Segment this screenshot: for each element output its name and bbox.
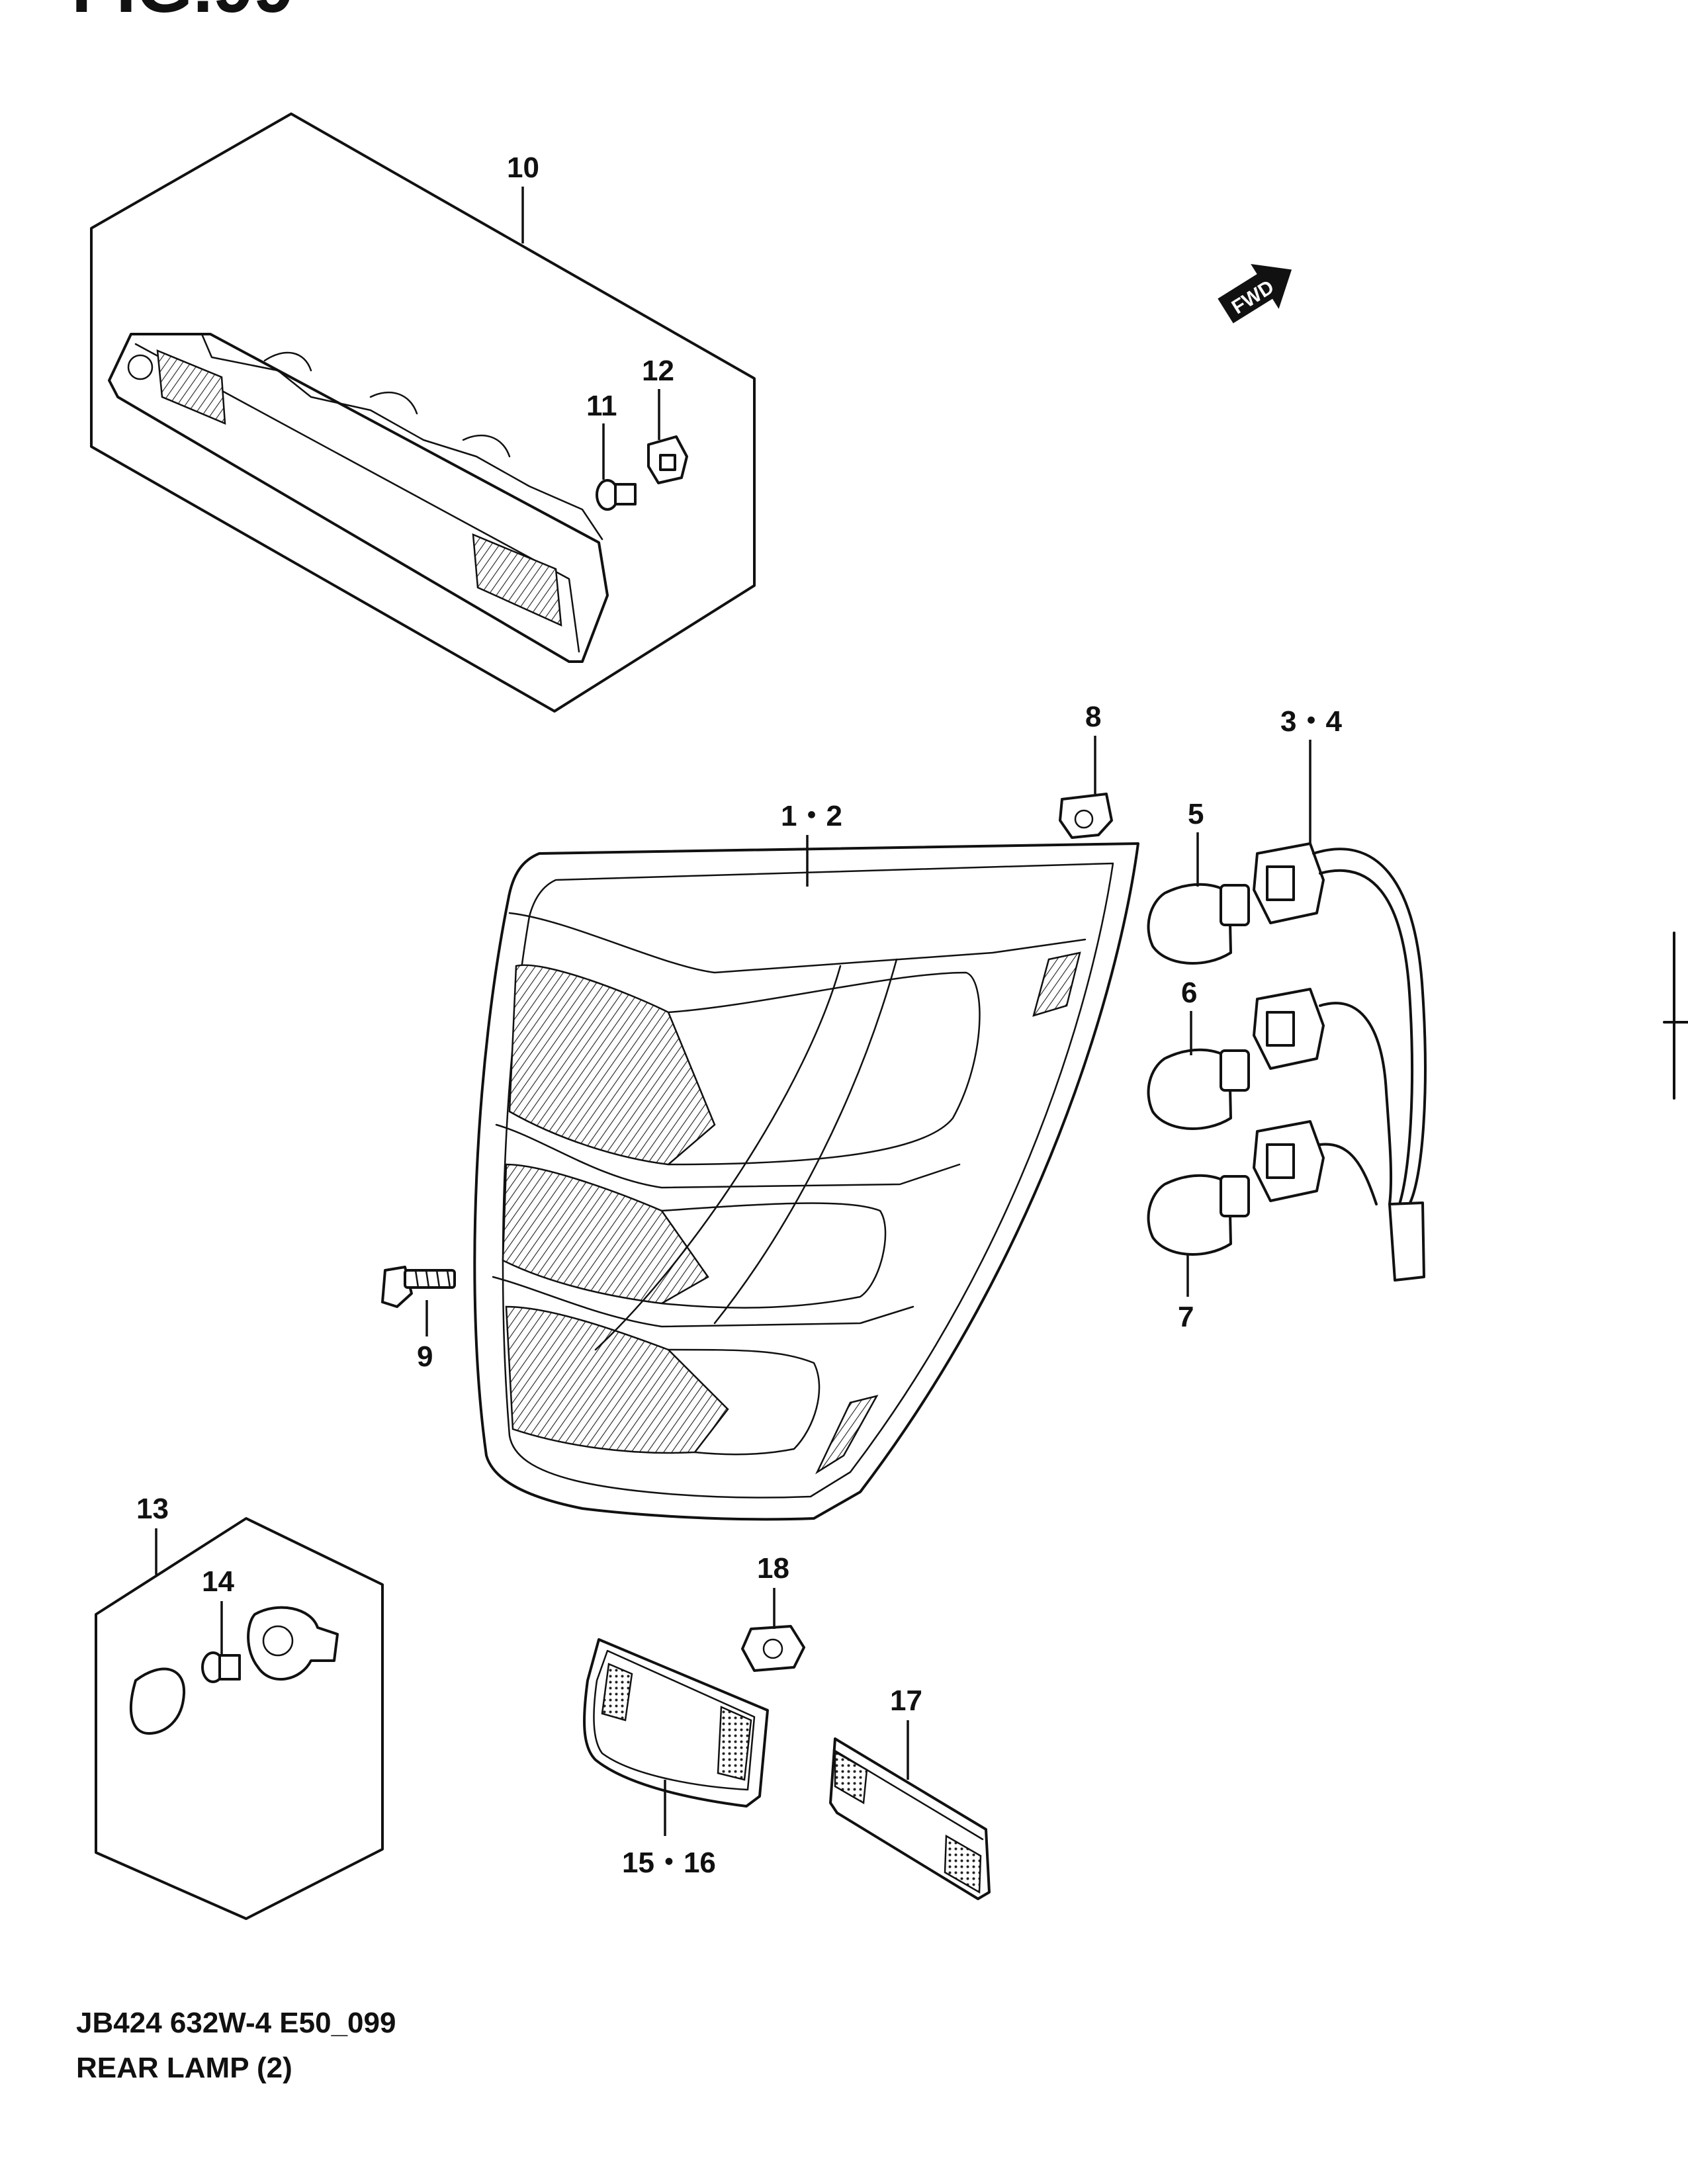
assembly-box-10 bbox=[90, 112, 756, 713]
diagram-code: JB424 632W-4 E50_099 bbox=[76, 2007, 396, 2039]
callout-8: 8 bbox=[1085, 701, 1101, 733]
callout-6: 6 bbox=[1181, 977, 1197, 1009]
callout-7: 7 bbox=[1178, 1301, 1194, 1333]
fwd-arrow: FWD bbox=[1218, 263, 1292, 324]
reflector-17 bbox=[829, 1737, 991, 1900]
callout-18: 18 bbox=[757, 1552, 789, 1585]
callout-13: 13 bbox=[136, 1493, 169, 1525]
rear-combination-lamp-group: 1・2 bbox=[473, 800, 1139, 1521]
nut-18 bbox=[741, 1625, 805, 1672]
figure-number: FIG.99 bbox=[71, 0, 294, 28]
diagram-title: REAR LAMP (2) bbox=[76, 2052, 292, 2084]
callout-1-2: 1・2 bbox=[781, 800, 842, 832]
socket-harness-3-4 bbox=[1253, 842, 1427, 1282]
socket-12 bbox=[647, 435, 688, 484]
callout-17: 17 bbox=[890, 1684, 922, 1717]
callout-12: 12 bbox=[642, 355, 674, 387]
bolt-9 bbox=[381, 1266, 456, 1308]
assembly-box-13 bbox=[95, 1517, 384, 1920]
callout-9: 9 bbox=[417, 1340, 433, 1373]
callout-11: 11 bbox=[586, 390, 617, 422]
clip-8 bbox=[1059, 793, 1113, 839]
lamp-kit-13-group: 13 14 bbox=[95, 1493, 384, 1920]
high-mount-stop-lamp-group: 10 11 12 bbox=[90, 112, 756, 713]
bulb-5 bbox=[1147, 883, 1250, 965]
callout-3-4: 3・4 bbox=[1280, 705, 1342, 738]
callout-15-16: 15・16 bbox=[622, 1847, 716, 1879]
reflector-15-16 bbox=[583, 1638, 769, 1808]
callout-14: 14 bbox=[202, 1565, 234, 1598]
bulb-14 bbox=[201, 1651, 241, 1683]
callout-10: 10 bbox=[507, 152, 539, 184]
bulb-11 bbox=[596, 479, 637, 511]
bulb-6 bbox=[1147, 1048, 1250, 1130]
callout-5: 5 bbox=[1188, 798, 1204, 830]
bulb-7 bbox=[1147, 1174, 1250, 1256]
